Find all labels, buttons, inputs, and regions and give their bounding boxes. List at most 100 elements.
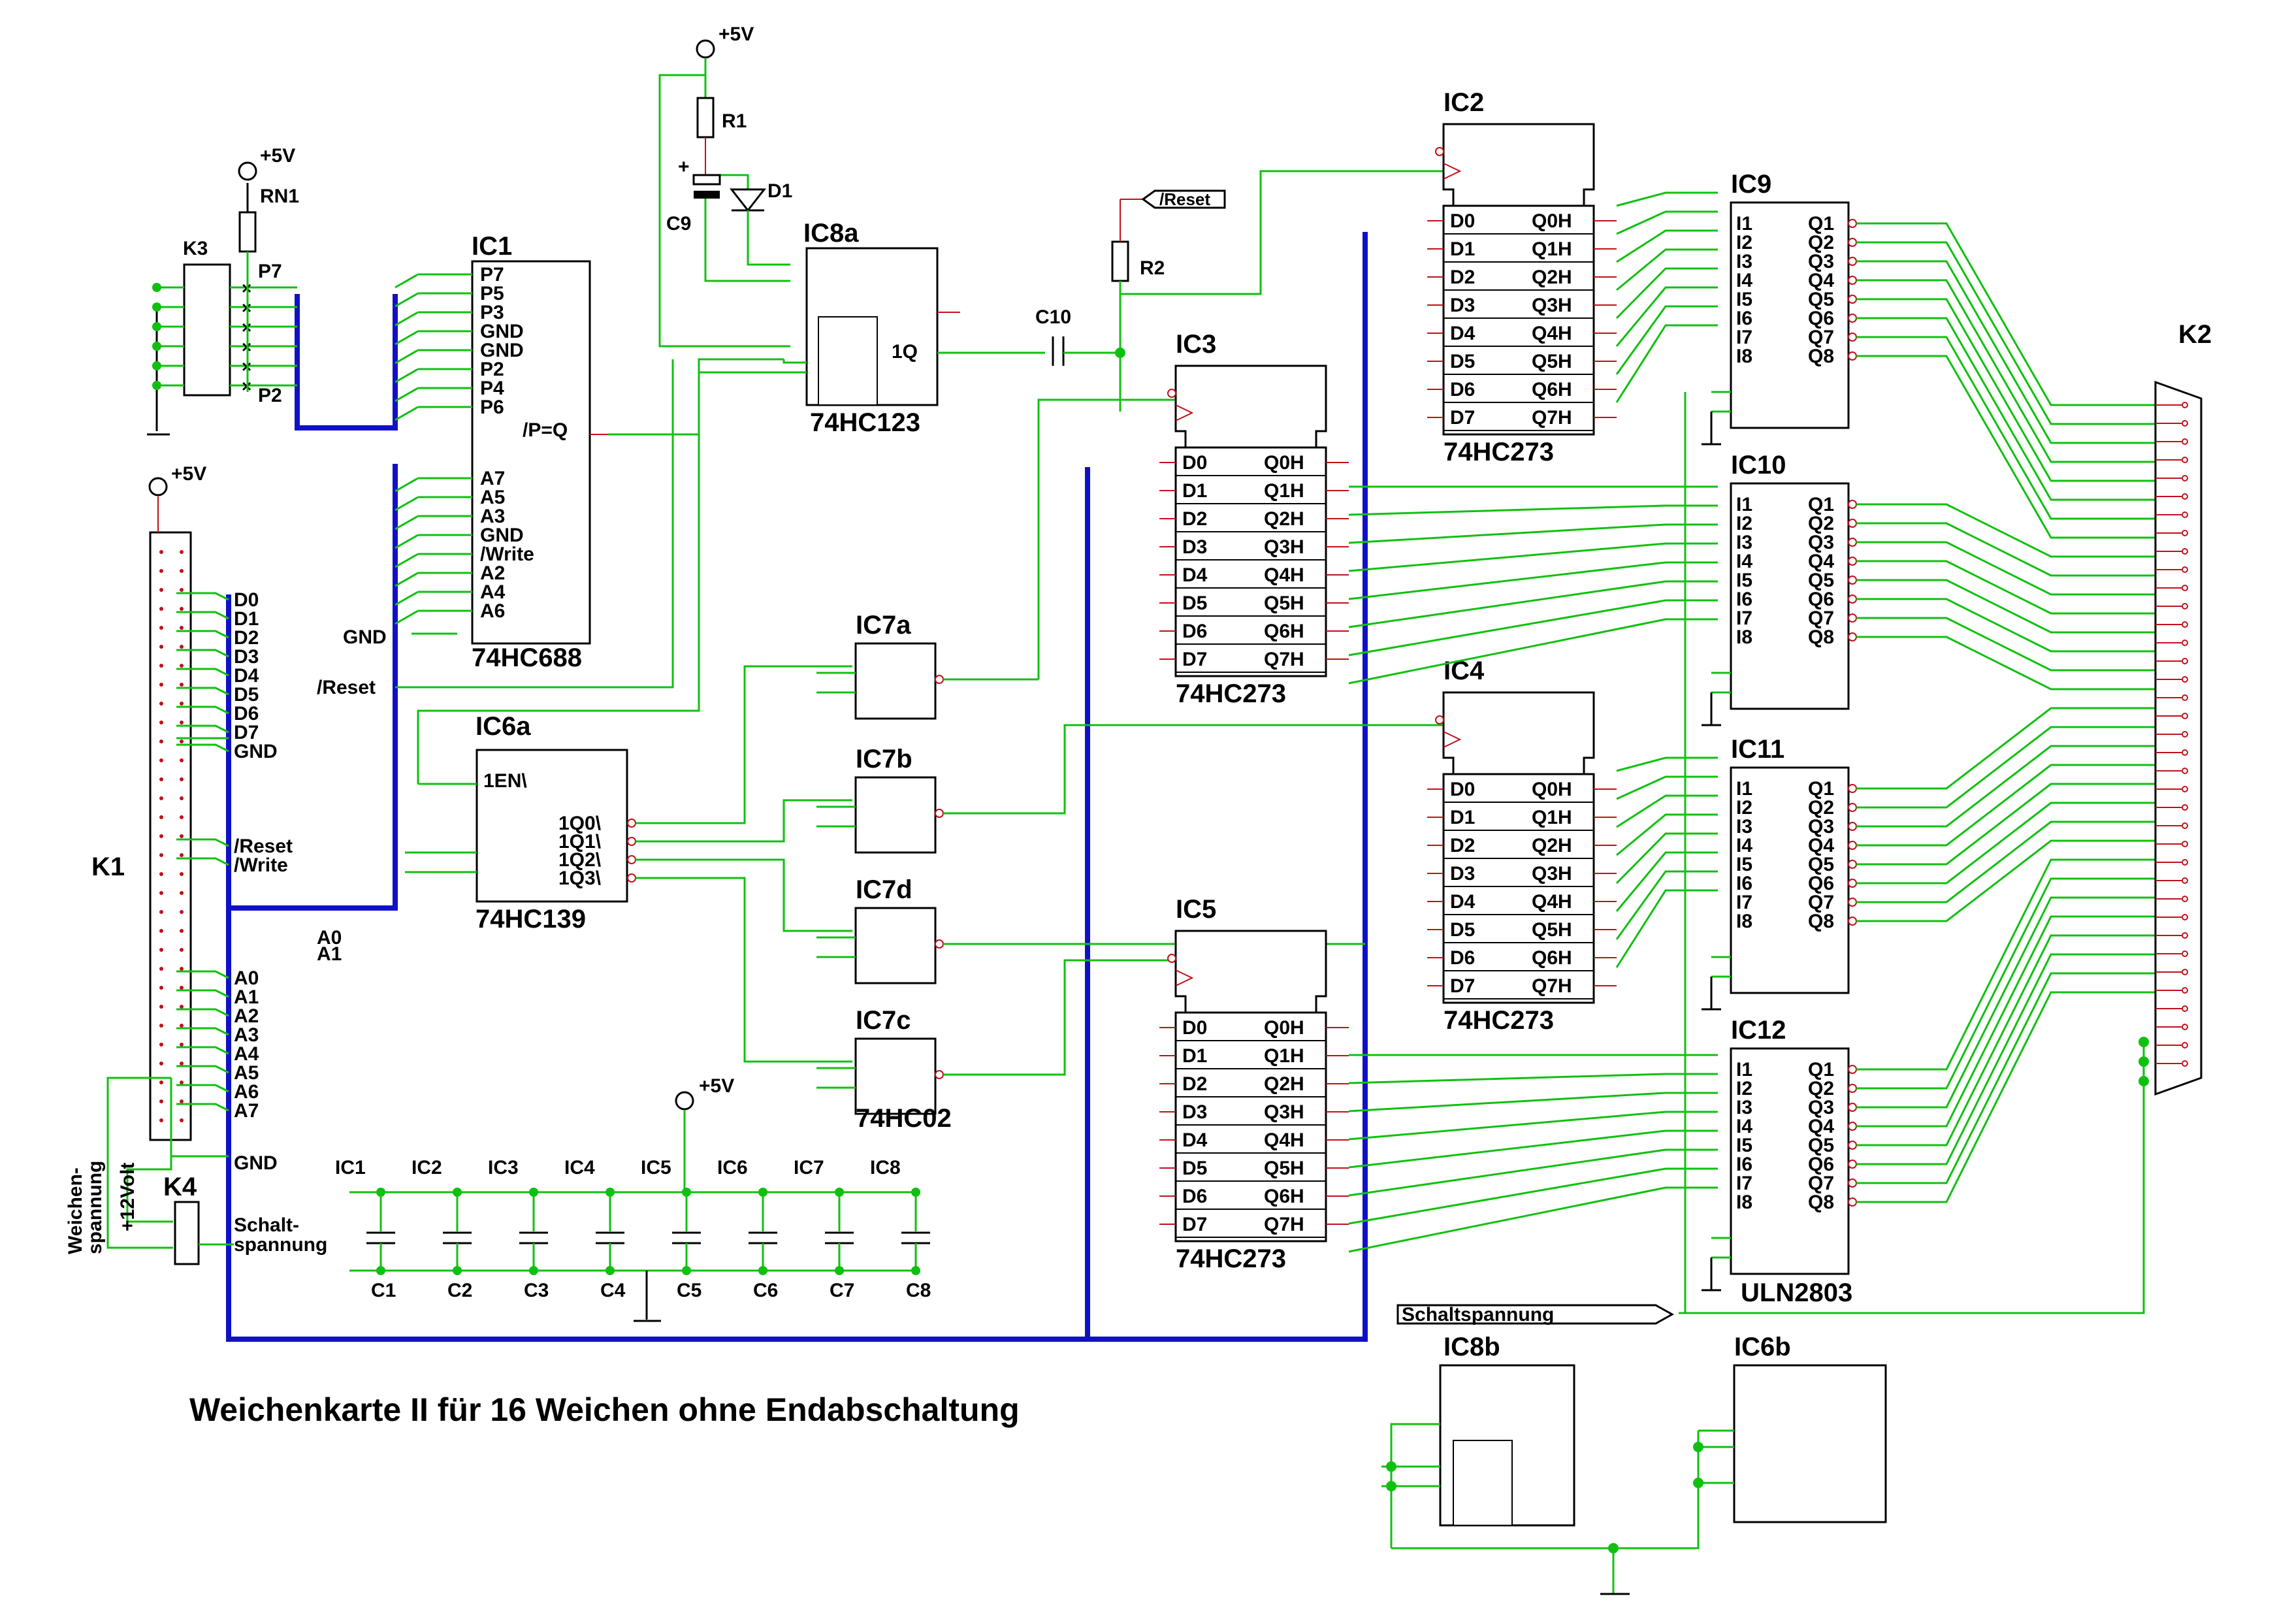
latch-d-label: D5	[1450, 351, 1475, 372]
ic6a-decoder: IC6a 1EN\ 1Q0\1Q1\1Q2\1Q3\ 74HC139	[405, 434, 852, 1063]
driver-out-label: Q1	[1808, 1059, 1834, 1080]
k1-label: D3	[234, 646, 259, 668]
driver-out-label: Q2	[1808, 513, 1834, 534]
latch-d-label: D3	[1182, 536, 1207, 558]
latch-q-label: Q3H	[1264, 536, 1304, 558]
gnd-label: GND	[343, 626, 387, 648]
ic7-gate-name: IC7a	[856, 611, 911, 640]
ic1-pin-label: P3	[480, 302, 504, 323]
latch-q-label: Q5H	[1532, 919, 1572, 941]
driver-in-label: I3	[1736, 532, 1752, 553]
cap-ic-label: IC3	[488, 1157, 519, 1178]
driver-in-label: I3	[1736, 816, 1752, 837]
cap-label: C7	[830, 1280, 854, 1301]
ic7-type: 74HC02	[856, 1104, 952, 1133]
latch-d-label: D0	[1182, 452, 1207, 474]
k2-name: K2	[2178, 320, 2212, 349]
latch-q-label: Q6H	[1532, 379, 1572, 400]
driver-out-label: Q6	[1808, 873, 1834, 894]
ic6b-body	[1733, 1364, 1887, 1523]
k1-label: D0	[234, 589, 259, 611]
driver-in-label: I5	[1736, 854, 1752, 875]
latch-q-label: Q1H	[1264, 1045, 1304, 1067]
schaltspannung-flag: Schaltspannung	[1396, 1304, 1675, 1325]
ic7-gate-body	[854, 1037, 937, 1115]
driver-out-label: Q8	[1808, 626, 1834, 648]
latch-body	[1174, 1011, 1327, 1242]
k1-label: GND	[234, 741, 278, 762]
ic8a-type: 74HC123	[810, 408, 920, 437]
k1-label: A4	[234, 1043, 259, 1065]
cap-ic-label: IC5	[641, 1157, 671, 1178]
latch-type: 74HC273	[1444, 438, 1554, 466]
latch-d-label: D0	[1182, 1017, 1207, 1039]
d1-label: D1	[767, 180, 792, 202]
driver-out-label: Q4	[1808, 270, 1834, 291]
latch-q-label: Q4H	[1532, 323, 1572, 344]
driver-out-label: Q3	[1808, 1097, 1834, 1118]
ic6b-name: IC6b	[1734, 1333, 1791, 1361]
latch-q-label: Q4H	[1532, 891, 1572, 913]
ic1-pin-label: GND	[480, 340, 524, 361]
cap-ic-label: IC2	[411, 1157, 442, 1178]
driver-out-label: Q2	[1808, 797, 1834, 819]
driver-out-label: Q5	[1808, 1135, 1834, 1156]
driver-in-label: I7	[1736, 892, 1752, 913]
latch-d-label: D1	[1450, 238, 1475, 260]
k1-body	[149, 531, 192, 1141]
driver-in-label: I1	[1736, 1059, 1752, 1080]
ic1-pin-label: A5	[480, 487, 505, 508]
k1-label: A5	[234, 1062, 259, 1084]
ic1-pin-label: A7	[480, 468, 505, 489]
k4-schalt: Schalt-	[234, 1214, 299, 1236]
c10-label: C10	[1035, 306, 1071, 328]
k3-body	[183, 263, 231, 397]
latch-body	[1174, 446, 1327, 677]
cap-label: C6	[753, 1280, 778, 1301]
ic1-pin-label: P2	[480, 359, 504, 380]
cap-label: C3	[524, 1280, 549, 1301]
driver-name: IC10	[1731, 451, 1786, 479]
driver-type: ULN2803	[1741, 1278, 1852, 1307]
cap-label: C8	[906, 1280, 931, 1301]
vcc-symbol-rn1	[238, 161, 257, 181]
latch-d-label: D6	[1450, 947, 1475, 969]
ic1-pin-label: /Write	[480, 544, 534, 565]
k1-vcc: +5V	[171, 463, 206, 485]
latch-d-label: D6	[1182, 1186, 1207, 1207]
driver-out-label: Q5	[1808, 570, 1834, 591]
k1-label: /Reset	[234, 836, 293, 857]
driver-out-label: Q8	[1808, 1192, 1834, 1213]
driver-in-label: I4	[1736, 835, 1752, 856]
driver-out-label: Q8	[1808, 911, 1834, 932]
driver-out-label: Q7	[1808, 327, 1834, 348]
cap-label: C5	[677, 1280, 702, 1301]
latch-q-label: Q5H	[1264, 593, 1304, 614]
k1-label: D5	[234, 684, 259, 706]
ic6a-name: IC6a	[476, 712, 531, 741]
k1-label: A1	[234, 986, 259, 1008]
k3-p7-label: P7	[258, 261, 282, 282]
k1-label: D7	[234, 722, 259, 743]
unused-gates: IC8b IC6b	[1381, 1333, 1887, 1595]
driver-out-label: Q5	[1808, 289, 1834, 310]
latch-q-label: Q7H	[1264, 649, 1304, 670]
k1-label: A7	[234, 1100, 259, 1122]
ic1-body	[471, 260, 591, 645]
driver-out-label: Q8	[1808, 346, 1834, 367]
driver-in-label: I7	[1736, 1173, 1752, 1194]
d1-diode	[729, 188, 767, 212]
ic1-type: 74HC688	[472, 643, 582, 672]
k3-p2-label: P2	[258, 385, 282, 406]
driver-in-label: I8	[1736, 1192, 1752, 1213]
cap-ic-label: IC7	[794, 1157, 824, 1178]
driver-name: IC11	[1731, 735, 1784, 764]
driver-out-label: Q1	[1808, 494, 1834, 515]
ic8a-monoflop: IC8a 1Q 74HC123	[699, 219, 1045, 437]
latch-q-label: Q1H	[1532, 807, 1572, 828]
r2-resistor	[1111, 240, 1129, 282]
